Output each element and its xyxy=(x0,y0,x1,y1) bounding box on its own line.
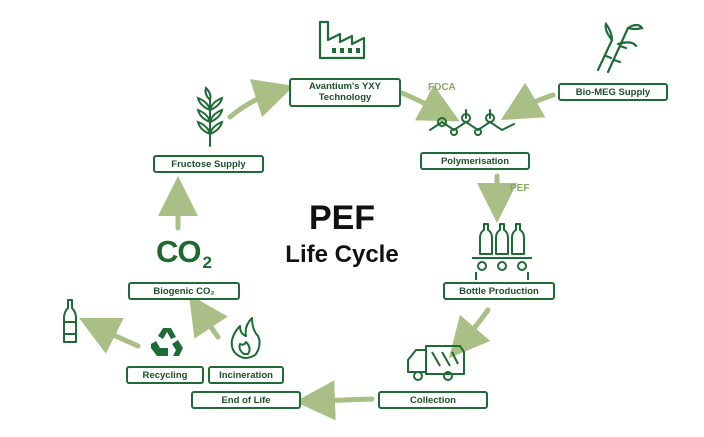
arrow-fructose-to-avantium xyxy=(227,79,295,120)
arrow-recycling-to-bottle xyxy=(79,318,141,354)
title-life-cycle: Life Cycle xyxy=(285,241,399,268)
node-avantium: Avantium's YXY Technology xyxy=(289,78,401,107)
node-biogenic-co2: Biogenic CO₂ xyxy=(128,282,240,300)
factory-icon xyxy=(318,20,366,60)
arrow-incineration-to-biogenic xyxy=(188,294,228,340)
arrow-biomeg-to-polymerisation xyxy=(500,82,556,121)
arrow-collection-to-endoflife xyxy=(295,380,375,421)
node-bottle-production: Bottle Production xyxy=(443,282,555,300)
garbage-truck-icon xyxy=(407,345,465,381)
title-pef: PEF xyxy=(308,199,376,237)
pef-flow-label: PEF xyxy=(510,183,530,194)
node-end-of-life: End of Life xyxy=(191,391,301,409)
sugarcane-icon xyxy=(596,21,644,74)
recycle-icon xyxy=(151,328,183,356)
node-bio-meg: Bio-MEG Supply xyxy=(558,83,668,101)
bottles-conveyor-icon xyxy=(472,223,532,280)
arrow-avantium-to-polymerisation xyxy=(399,84,460,122)
node-fructose: Fructose Supply xyxy=(153,155,264,173)
molecule-icon xyxy=(429,109,515,136)
node-collection: Collection xyxy=(378,391,488,409)
fdca-label: FDCA xyxy=(428,82,456,93)
wheat-icon xyxy=(196,86,224,147)
node-polymerisation: Polymerisation xyxy=(420,152,530,170)
flame-icon xyxy=(230,317,261,359)
bottle-icon xyxy=(63,299,77,343)
arrow-bottle-to-collection xyxy=(448,307,491,359)
node-incineration: Incineration xyxy=(208,366,284,384)
node-recycling: Recycling xyxy=(126,366,204,384)
